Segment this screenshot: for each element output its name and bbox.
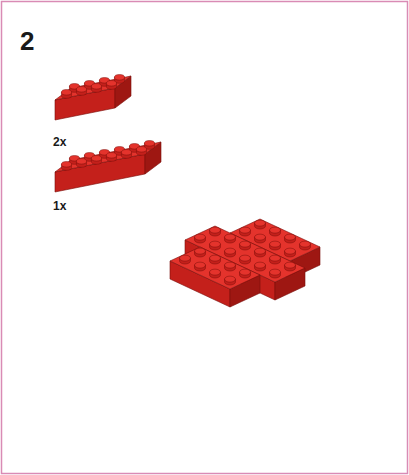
stud-top [225, 276, 236, 282]
brick-side [115, 76, 131, 108]
brick-stud [270, 227, 281, 236]
stud-top [255, 262, 266, 268]
stud-top [61, 90, 71, 96]
stud-top [210, 227, 221, 233]
stud-top [106, 81, 116, 87]
brick-front [55, 154, 145, 192]
brick-2x6 [55, 141, 161, 192]
stud-top [61, 162, 71, 168]
brick-2x4 [230, 219, 320, 279]
brick-stud [61, 90, 71, 99]
stud-top [121, 150, 131, 156]
brick-2x4 [55, 75, 131, 120]
brick-stud [255, 248, 266, 257]
brick-stud [210, 241, 221, 250]
brick-stud [180, 255, 191, 264]
brick-group [55, 75, 320, 307]
brick-stud [285, 234, 296, 243]
brick-stud [106, 81, 116, 90]
brick-stud [210, 255, 221, 264]
stud-top [106, 153, 116, 159]
brick-front [55, 88, 115, 120]
stud-top [76, 159, 86, 165]
brick-stud [285, 262, 296, 271]
stud-top [195, 234, 206, 240]
brick-stud [225, 248, 236, 257]
brick-top [170, 247, 260, 289]
stud-top [270, 255, 281, 261]
stud-top [255, 234, 266, 240]
stud-top [225, 234, 236, 240]
brick-stud [136, 147, 146, 156]
brick-stud [225, 262, 236, 271]
stud-top [195, 248, 206, 254]
stud-top [225, 248, 236, 254]
brick-stud [240, 269, 251, 278]
brick-stud [240, 255, 251, 264]
stud-top [285, 234, 296, 240]
stud-top [255, 248, 266, 254]
brick-stud [300, 241, 311, 250]
brick-stud [240, 241, 251, 250]
stud-top [240, 227, 251, 233]
brick-stud [270, 255, 281, 264]
brick-stud [255, 262, 266, 271]
brick-stud [195, 248, 206, 257]
brick-stud [225, 276, 236, 285]
brick-stud [195, 262, 206, 271]
brick-stud [106, 153, 116, 162]
stud-top [210, 269, 221, 275]
part-quantity: 1x [53, 200, 66, 212]
brick-stud [240, 227, 251, 236]
brick-stud [210, 227, 221, 236]
stud-top [225, 262, 236, 268]
stud-top [136, 147, 146, 153]
brick-stud [255, 234, 266, 243]
stud-top [144, 141, 154, 147]
brick-top [55, 142, 161, 172]
stud-top [195, 262, 206, 268]
stud-top [76, 87, 86, 93]
brick-stud [91, 84, 101, 93]
brick-stud [270, 269, 281, 278]
stud-top [285, 248, 296, 254]
brick-stud [225, 234, 236, 243]
brick-stud [270, 241, 281, 250]
stud-top [91, 84, 101, 90]
brick-2x4 [170, 247, 260, 307]
stud-top [270, 227, 281, 233]
brick-stud [76, 159, 86, 168]
stud-top [210, 255, 221, 261]
stud-top [114, 75, 124, 81]
brick-stud [285, 248, 296, 257]
brick-stud [91, 156, 101, 165]
brick-stud [195, 234, 206, 243]
stud-top [210, 241, 221, 247]
stud-top [91, 156, 101, 162]
stud-top [270, 269, 281, 275]
step-number: 2 [20, 28, 34, 54]
brick-stud [61, 162, 71, 171]
stud-top [240, 241, 251, 247]
stud-top [240, 255, 251, 261]
part-quantity: 2x [53, 136, 66, 148]
stud-top [255, 220, 266, 226]
stud-top [240, 269, 251, 275]
stud-top [300, 241, 311, 247]
brick-stud [121, 150, 131, 159]
brick-stud [76, 87, 86, 96]
brick-side [145, 142, 161, 174]
stud-top [270, 241, 281, 247]
stud-top [285, 262, 296, 268]
stud-top [180, 255, 191, 261]
brick-stud [210, 269, 221, 278]
brick-stud [255, 220, 266, 229]
